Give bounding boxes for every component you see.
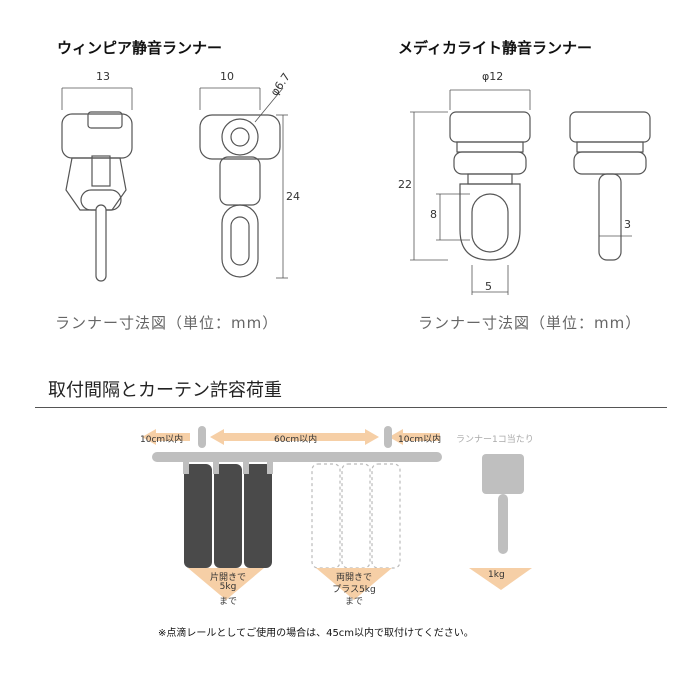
spacing-left-label: 10cm以内 xyxy=(140,435,184,445)
spacing-middle-label: 60cm以内 xyxy=(274,435,318,445)
load-double-line2: プラス5kg xyxy=(332,585,376,595)
left-runner-diagram xyxy=(61,87,288,282)
load-double-line3: まで xyxy=(344,597,363,607)
load-single-line3: まで xyxy=(218,597,237,607)
dim-width-side: 10 xyxy=(220,70,234,83)
left-caption: ランナー寸法図（単位：mm） xyxy=(55,314,279,332)
dim-ring-width: 5 xyxy=(485,280,492,293)
dim-width-front: 13 xyxy=(96,70,110,83)
load-runner-label: 1kg xyxy=(488,570,505,580)
section-title: 取付間隔とカーテン許容荷重 xyxy=(48,380,282,401)
dim-height-22: 22 xyxy=(398,178,412,191)
load-single-line2: 5kg xyxy=(219,582,237,592)
dim-pin: 3 xyxy=(624,218,631,231)
load-single-line1: 片開きで xyxy=(209,573,246,583)
right-runner-title: メディカライト静音ランナー xyxy=(398,39,592,57)
right-runner-diagram xyxy=(410,89,651,295)
dim-diameter-12: φ12 xyxy=(482,70,504,83)
right-caption: ランナー寸法図（単位：mm） xyxy=(418,314,642,332)
dim-ring-height: 8 xyxy=(430,208,437,221)
load-double-line1: 両開きで xyxy=(335,573,372,583)
runner-label: ランナー1コ当たり xyxy=(456,435,534,445)
installation-note: ※点滴レールとしてご使用の場合は、45cm以内で取付けてください。 xyxy=(158,628,474,639)
dim-height: 24 xyxy=(286,190,300,203)
spacing-diagram xyxy=(142,426,532,600)
left-runner-title: ウィンピア静音ランナー xyxy=(57,39,223,57)
spacing-right-label: 10cm以内 xyxy=(398,435,442,445)
section-divider xyxy=(35,407,667,408)
